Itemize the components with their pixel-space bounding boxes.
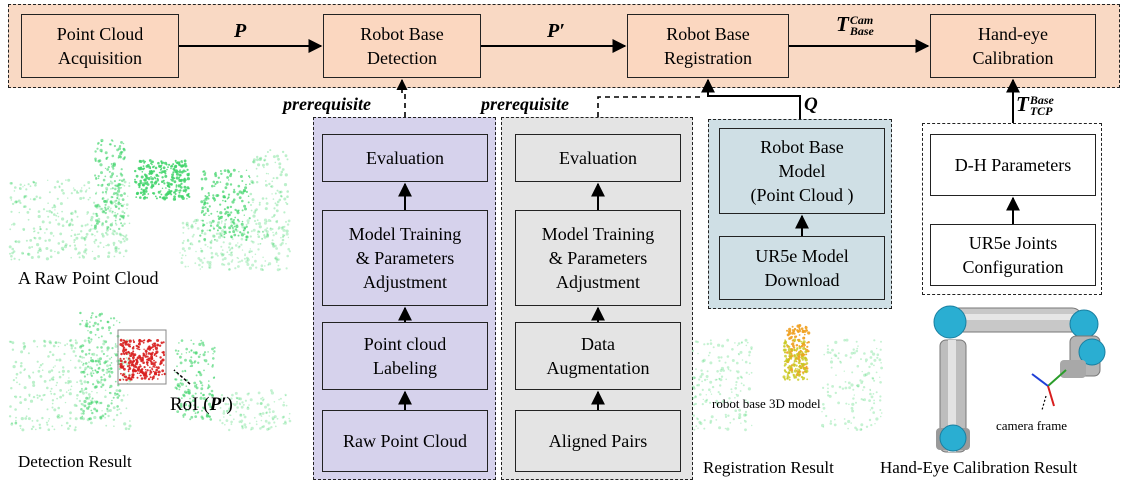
arrow-label-q: Q	[804, 94, 818, 115]
roi-close: )	[226, 394, 233, 415]
arrow-label-p: P	[234, 20, 247, 42]
step-point-cloud-acquisition: Point Cloud Acquisition	[21, 14, 179, 78]
robot-base-model-box: Robot Base Model (Point Cloud )	[719, 128, 885, 214]
reg-data-augmentation-box: Data Augmentation	[515, 322, 681, 390]
prerequisite-label-registration: prerequisite	[481, 94, 569, 114]
step-robot-base-registration: Robot Base Registration	[627, 14, 789, 78]
ur5e-joints-configuration-box: UR5e Joints Configuration	[930, 224, 1096, 286]
caption-camera-frame: camera frame	[996, 418, 1068, 433]
ur5e-model-download-box: UR5e Model Download	[719, 236, 885, 300]
step-hand-eye-calibration: Hand-eye Calibration	[930, 14, 1096, 78]
roi-p-prime: P′	[209, 394, 227, 415]
raw-point-cloud-image	[8, 138, 291, 272]
t-tcp-main: T	[1016, 92, 1029, 116]
t-cam-sub: Base	[849, 24, 874, 39]
arrow-label-p-prime: P′	[547, 20, 565, 42]
det-raw-point-cloud-box: Raw Point Cloud	[322, 410, 488, 472]
t-cam-sup: Cam	[849, 13, 874, 28]
detection-result-image	[8, 311, 292, 432]
step-robot-base-detection: Robot Base Detection	[323, 14, 481, 78]
det-evaluation-box: Evaluation	[322, 134, 488, 182]
det-point-cloud-labeling-box: Point cloud Labeling	[322, 322, 488, 390]
t-cam-main: T	[836, 12, 849, 36]
t-tcp-sub: TCP	[1029, 104, 1053, 119]
caption-raw-point-cloud: A Raw Point Cloud	[18, 268, 159, 288]
caption-registration-result: Registration Result	[703, 458, 834, 477]
caption-detection-result: Detection Result	[18, 452, 132, 471]
roi-text: RoI (	[170, 394, 210, 415]
reg-evaluation-box: Evaluation	[515, 134, 681, 182]
reg-model-training-box: Model Training & Parameters Adjustment	[515, 210, 681, 306]
prerequisite-label-detection: prerequisite	[283, 94, 371, 114]
t-tcp-sup: Base	[1029, 93, 1054, 108]
caption-robot-base-3d-model: robot base 3D model	[712, 396, 821, 411]
hand-eye-robot-image	[933, 305, 1106, 453]
reg-aligned-pairs-box: Aligned Pairs	[515, 410, 681, 472]
prereq-reg-dashed	[597, 96, 702, 117]
caption-roi: RoI (P′)	[170, 394, 233, 416]
robot-arm-graphic	[933, 305, 1106, 453]
registration-result-image	[692, 324, 883, 432]
caption-hand-eye-result: Hand-Eye Calibration Result	[880, 458, 1078, 477]
det-model-training-box: Model Training & Parameters Adjustment	[322, 210, 488, 306]
dh-parameters-box: D-H Parameters	[930, 134, 1096, 196]
camera-frame-axes	[1031, 369, 1067, 411]
